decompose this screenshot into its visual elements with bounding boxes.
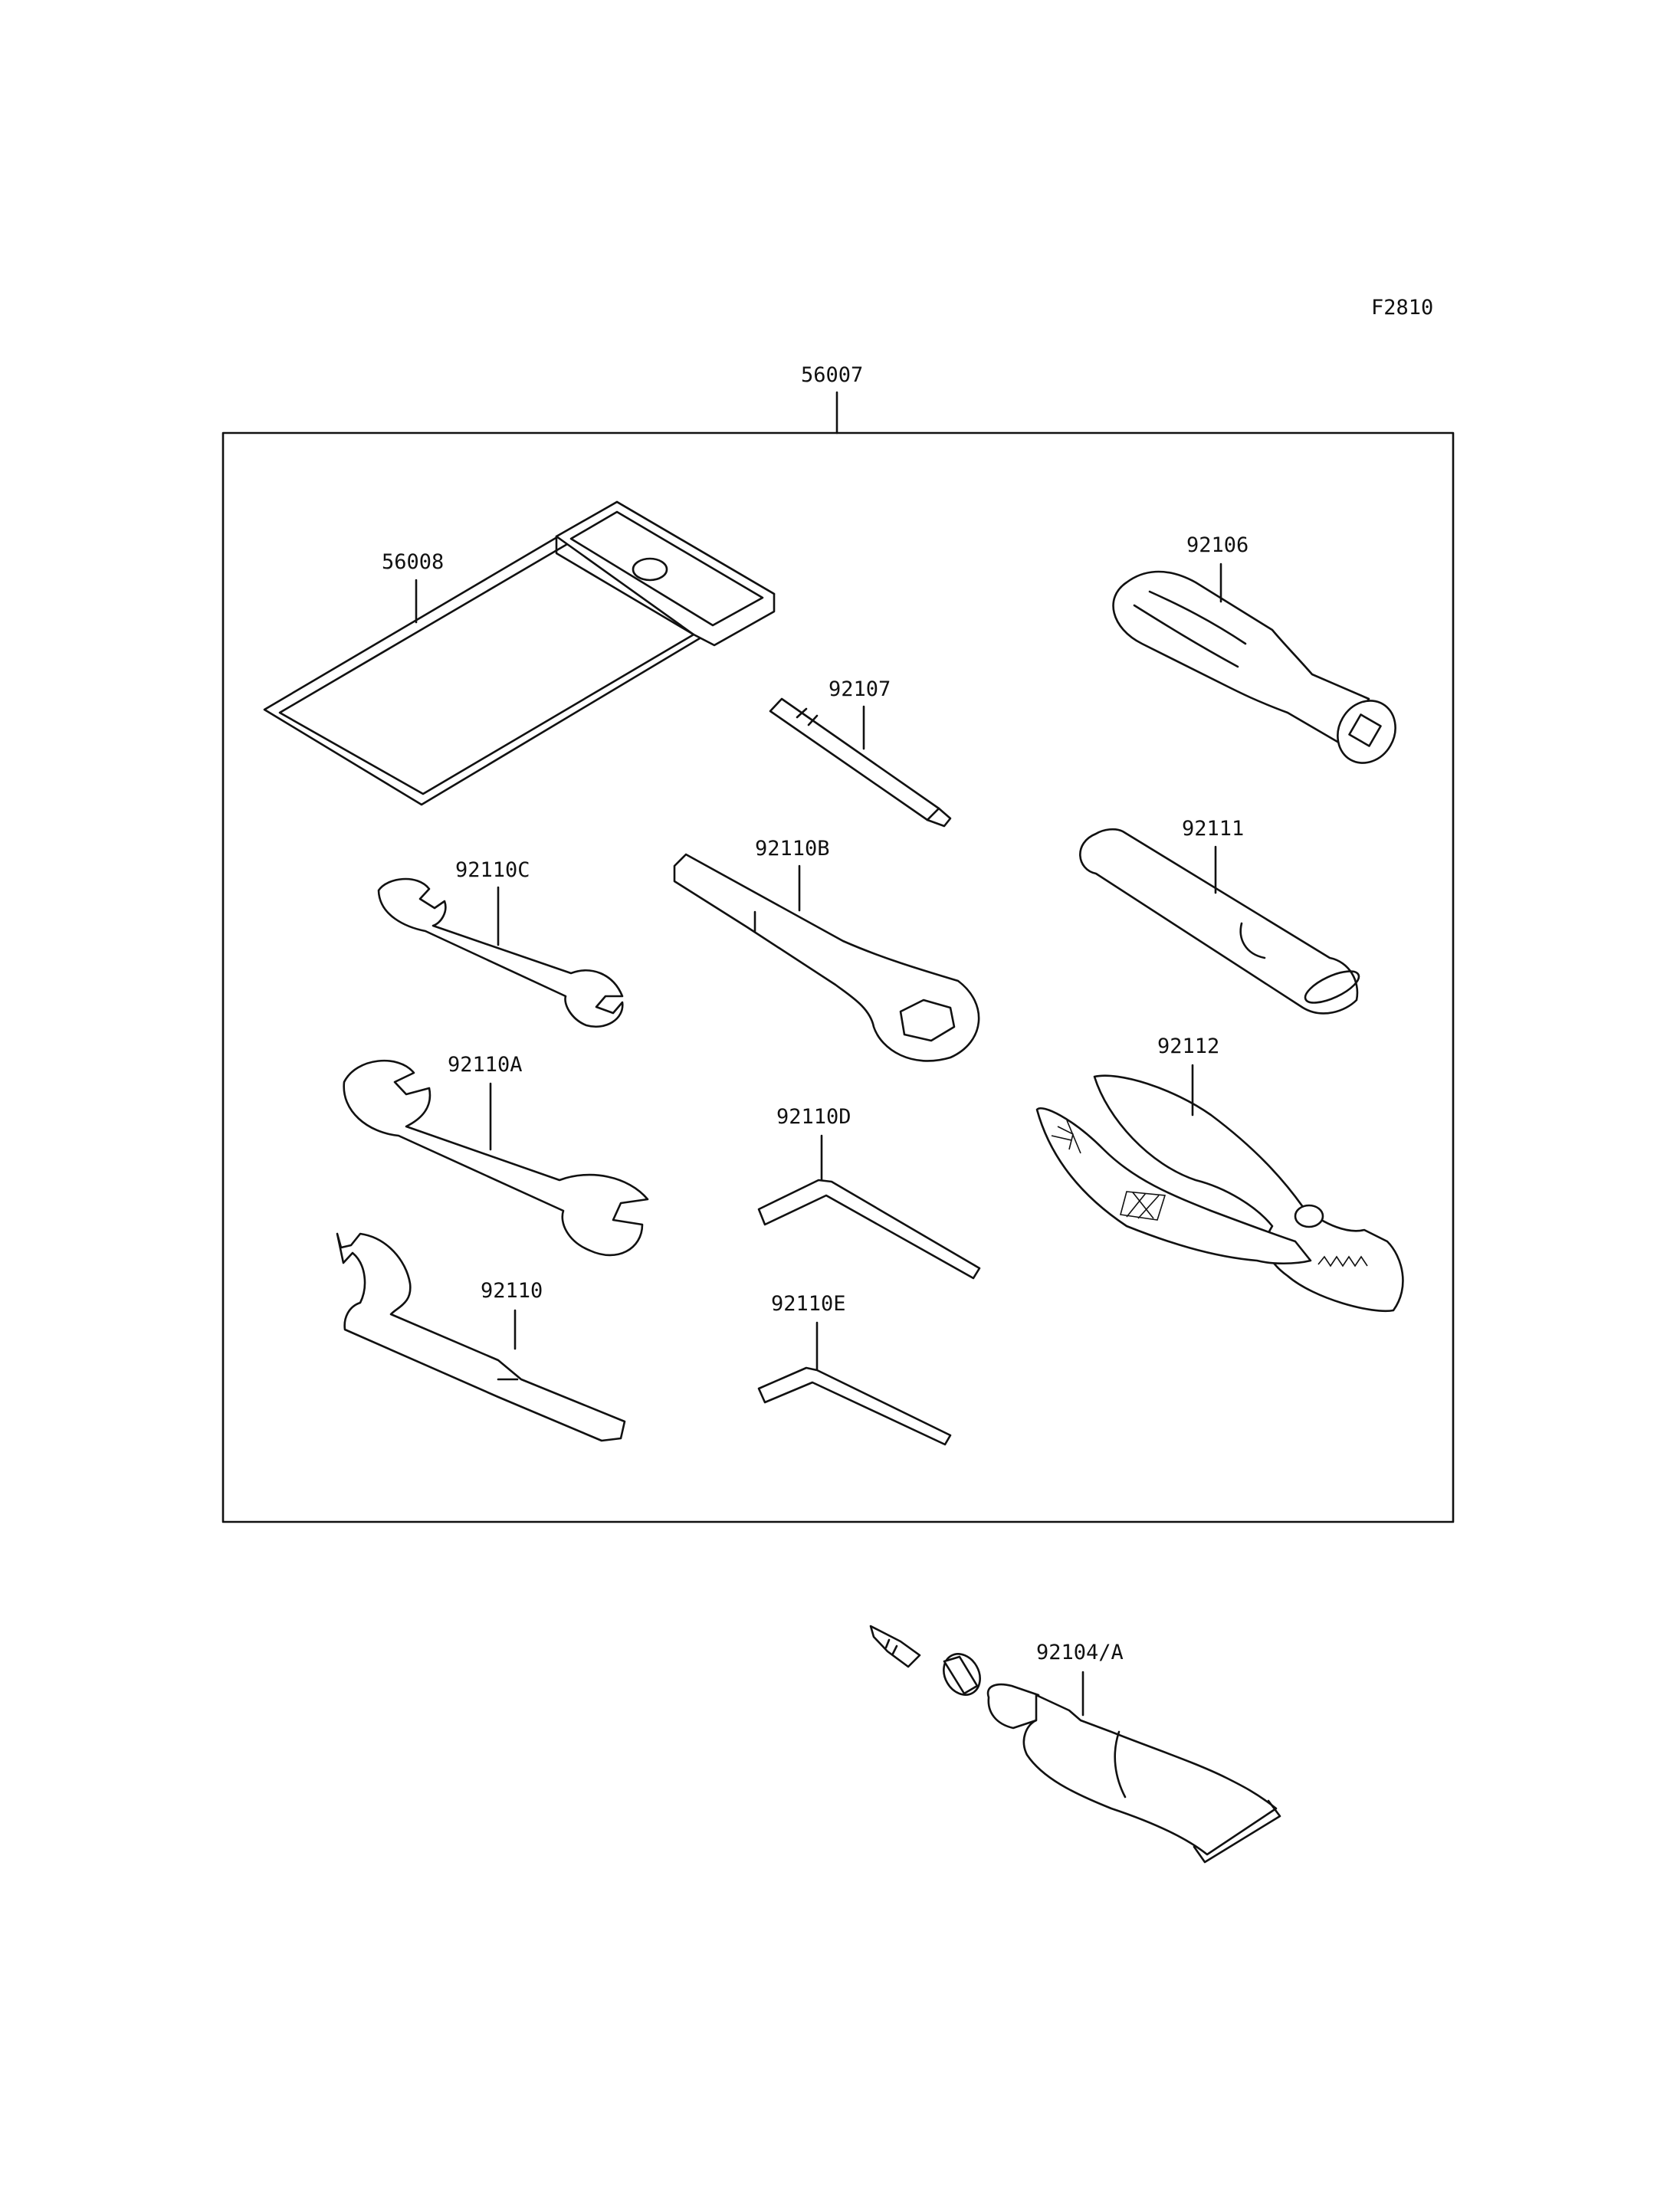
label-92107[interactable]: 92107 <box>829 677 891 701</box>
hex-key-d[interactable] <box>757 1179 981 1280</box>
pliers[interactable] <box>1035 1074 1404 1313</box>
wrench-92110a[interactable] <box>343 1059 649 1257</box>
label-92106[interactable]: 92106 <box>1186 533 1249 557</box>
label-92110c[interactable]: 92110C <box>455 858 530 882</box>
label-92110a[interactable]: 92110A <box>448 1053 523 1077</box>
label-92112[interactable]: 92112 <box>1157 1035 1219 1058</box>
hook-wrench[interactable] <box>336 1232 626 1442</box>
figure-code: F2810 <box>1371 296 1433 320</box>
tool-pouch[interactable] <box>263 500 776 806</box>
label-92110[interactable]: 92110 <box>481 1279 543 1303</box>
label-92104a[interactable]: 92104/A <box>1036 1641 1124 1664</box>
label-92110b[interactable]: 92110B <box>755 837 830 861</box>
screwdriver-bit[interactable] <box>769 697 952 828</box>
screwdriver-handle[interactable] <box>1112 570 1407 773</box>
label-56008[interactable]: 56008 <box>382 550 444 574</box>
tire-repair-kit[interactable] <box>869 1625 1281 1864</box>
hex-key-e[interactable] <box>757 1366 952 1446</box>
kit-part-number[interactable]: 56007 <box>801 363 863 387</box>
extension-bar[interactable] <box>1079 828 1363 1015</box>
kit-frame <box>221 431 1455 1523</box>
label-92111[interactable]: 92111 <box>1182 817 1244 841</box>
label-92110e[interactable]: 92110E <box>771 1292 846 1316</box>
box-wrench-92110b[interactable] <box>673 853 980 1062</box>
wrench-92110c[interactable] <box>377 877 624 1028</box>
label-92110d[interactable]: 92110D <box>776 1105 851 1129</box>
